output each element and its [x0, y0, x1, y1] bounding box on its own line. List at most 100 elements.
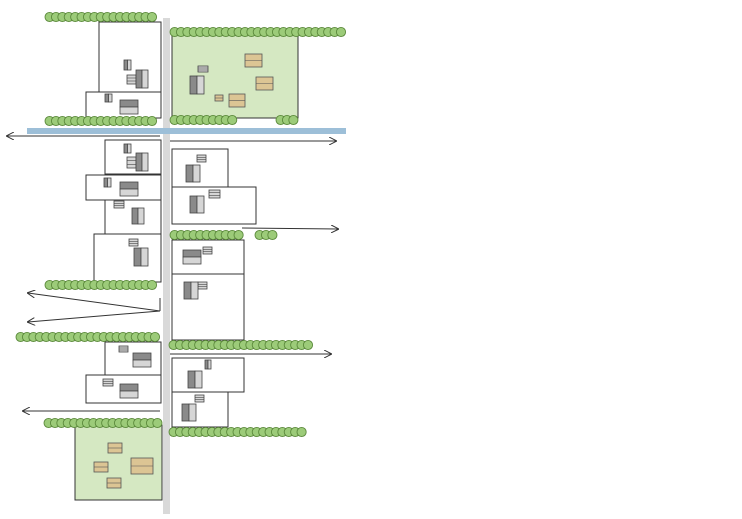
hedge-shrub [302, 339, 314, 351]
object-part [119, 390, 139, 399]
desk-object [132, 352, 152, 368]
object-part [182, 256, 202, 265]
object-half-light [196, 75, 205, 95]
desk-object [182, 249, 202, 265]
desk-object [119, 181, 139, 197]
hedge-row [43, 417, 163, 429]
table-object [106, 477, 122, 489]
hedge-shrub [296, 426, 307, 438]
cabinet-object [204, 359, 212, 370]
hedge-row [168, 426, 307, 438]
hedge-shrub [335, 26, 347, 38]
object-half-dark [103, 177, 108, 188]
hedge-shrub [146, 279, 158, 291]
cabinet-object [104, 93, 113, 103]
hedge-row [275, 114, 299, 126]
object-half-dark [181, 403, 190, 422]
object-half-dark [123, 59, 128, 71]
object-half-light [194, 370, 203, 389]
table-object [107, 442, 123, 454]
hedge-shrub [267, 229, 278, 241]
shelf-object [126, 156, 137, 169]
cabinet-object [103, 177, 112, 188]
object-box [196, 154, 207, 163]
table-object [214, 94, 224, 102]
wardrobe-object [183, 281, 199, 300]
hedge-shrub [233, 229, 244, 241]
object-half-light [127, 143, 132, 154]
cabinet-object [123, 59, 132, 71]
object-box [126, 156, 137, 169]
arrow-left [28, 310, 161, 322]
object-half-light [196, 195, 205, 214]
table-object [244, 53, 263, 68]
table-object [255, 76, 274, 91]
table-object [228, 93, 246, 108]
hedge-row [44, 279, 158, 291]
object-box [102, 378, 114, 387]
wardrobe-object [187, 370, 203, 389]
object-half-dark [131, 207, 139, 225]
object-part [119, 383, 139, 392]
object-box [118, 345, 129, 353]
building-block [98, 21, 162, 93]
object-part [182, 249, 202, 258]
table-object [130, 457, 154, 475]
object-half-light [127, 59, 132, 71]
object-half-light [190, 281, 199, 300]
bench-object [202, 246, 213, 255]
hedge-row [169, 114, 238, 126]
bench-object [113, 200, 125, 209]
hedge-row [254, 229, 278, 241]
object-box [197, 65, 209, 73]
object-half-light [140, 247, 149, 267]
hedge-row [44, 11, 158, 23]
wardrobe-object [185, 164, 201, 183]
bench-object [102, 378, 114, 387]
object-half-light [107, 177, 112, 188]
bench-object [197, 65, 209, 73]
wardrobe-object [135, 152, 149, 172]
hedge-shrub [146, 11, 158, 23]
wardrobe-object [133, 247, 149, 267]
object-half-light [141, 69, 149, 89]
hedge-shrub [152, 417, 163, 429]
object-half-dark [135, 152, 143, 172]
object-part [119, 181, 139, 190]
object-box [194, 394, 205, 403]
object-half-light [137, 207, 145, 225]
object-box [202, 246, 213, 255]
object-box [113, 200, 125, 209]
bench-object [194, 394, 205, 403]
object-half-dark [189, 75, 198, 95]
object-box [197, 281, 208, 290]
cabinet-object [189, 75, 205, 95]
object-half-light [207, 359, 212, 370]
object-box [128, 238, 139, 247]
bench-object [128, 238, 139, 247]
object-half-dark [189, 195, 198, 214]
wardrobe-object [135, 69, 149, 89]
object-part [132, 359, 152, 368]
arrow-right [241, 228, 338, 229]
object-half-light [188, 403, 197, 422]
hedge-row [169, 26, 347, 38]
object-half-dark [133, 247, 142, 267]
object-part [119, 99, 139, 108]
desk-object [119, 383, 139, 399]
object-box [208, 189, 221, 199]
object-box [126, 74, 137, 85]
object-half-dark [104, 93, 109, 103]
bench-object [197, 281, 208, 290]
object-half-dark [187, 370, 196, 389]
hedge-row [168, 339, 314, 351]
object-part [119, 188, 139, 197]
wardrobe-object [189, 195, 205, 214]
hedge-row [15, 331, 161, 343]
object-half-dark [123, 143, 128, 154]
building-block [93, 233, 162, 283]
wardrobe-object [131, 207, 145, 225]
building-block [104, 341, 162, 376]
hedge-row [169, 229, 244, 241]
